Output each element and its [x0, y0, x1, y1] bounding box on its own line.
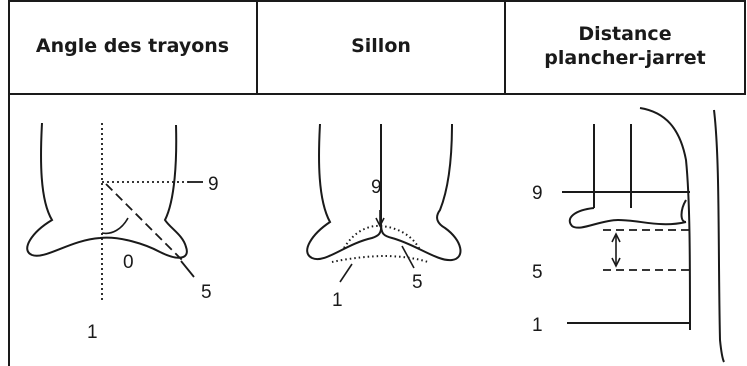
angle-label-1: 1	[87, 322, 98, 343]
udder-outline	[26, 122, 188, 259]
cleft-label-5: 5	[412, 272, 423, 293]
header-cleft-label: Sillon	[351, 35, 411, 58]
angle-label-9: 9	[208, 174, 219, 195]
hind-leg-front	[639, 107, 691, 331]
header-distance-line1: Distance	[578, 23, 672, 46]
cleft-lower-dotted	[331, 254, 429, 263]
header-teat-angle: Angle des trayons	[8, 0, 257, 94]
distance-label-1: 1	[532, 315, 543, 336]
cleft-label-1: 1	[332, 290, 343, 311]
header-distance-line2: plancher-jarret	[544, 47, 706, 69]
udder-left-half	[306, 123, 383, 261]
udder-floor	[568, 207, 687, 229]
teat-angle-diagram: 9 0 5 1	[26, 122, 219, 343]
header-floor-hock-distance: Distance plancher-jarret	[505, 0, 745, 94]
header-teat-angle-label: Angle des trayons	[35, 35, 230, 58]
angle-label-5: 5	[201, 282, 212, 303]
angle-arc	[101, 217, 129, 235]
cleft-arrow-9	[375, 217, 385, 228]
cleft-label-9: 9	[371, 177, 382, 198]
distance-label-9: 9	[532, 183, 543, 204]
header-cleft: Sillon	[257, 0, 505, 94]
table-grid	[8, 0, 746, 366]
floor-hock-distance-diagram: 9 5 1	[532, 107, 725, 363]
hind-leg-back	[713, 109, 725, 363]
cleft-upper-dotted	[343, 224, 421, 251]
udder-right-half	[380, 123, 462, 262]
teat-angle-dashed-line	[105, 183, 183, 261]
distance-label-5: 5	[532, 262, 543, 283]
cleft-diagram: 9 5 1	[306, 123, 462, 311]
angle-label-0: 0	[123, 252, 134, 273]
